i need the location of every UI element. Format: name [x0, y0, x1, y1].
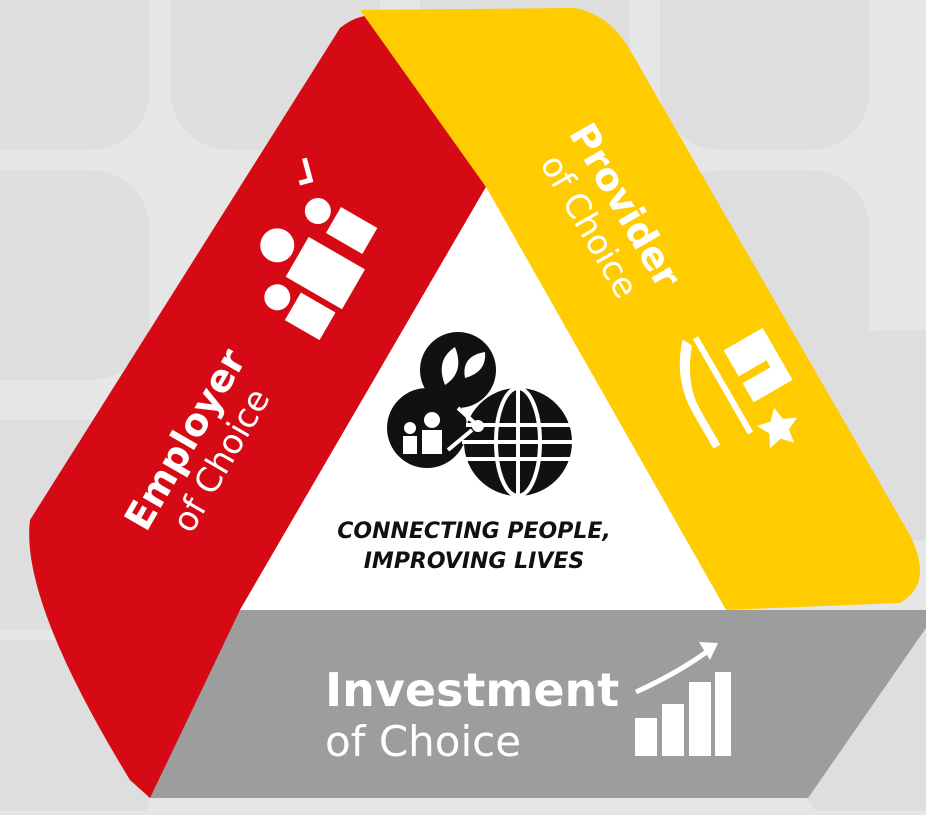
investment-title: Investment: [325, 663, 619, 717]
investment-subtitle: of Choice: [325, 717, 521, 766]
provider-segment: [360, 8, 920, 610]
globe-network-icon: [387, 332, 574, 498]
hand-package-star-icon: [679, 327, 798, 449]
background-tile: [0, 170, 150, 380]
center-tagline-line1: CONNECTING PEOPLE,: [337, 519, 611, 544]
growth-bar-chart-icon: [634, 642, 731, 756]
people-check-icon: [260, 157, 378, 341]
center-tagline-line2: IMPROVING LIVES: [364, 549, 585, 574]
employer-segment: [29, 15, 487, 798]
background-tile: [0, 0, 150, 150]
background-tile: [660, 0, 870, 150]
